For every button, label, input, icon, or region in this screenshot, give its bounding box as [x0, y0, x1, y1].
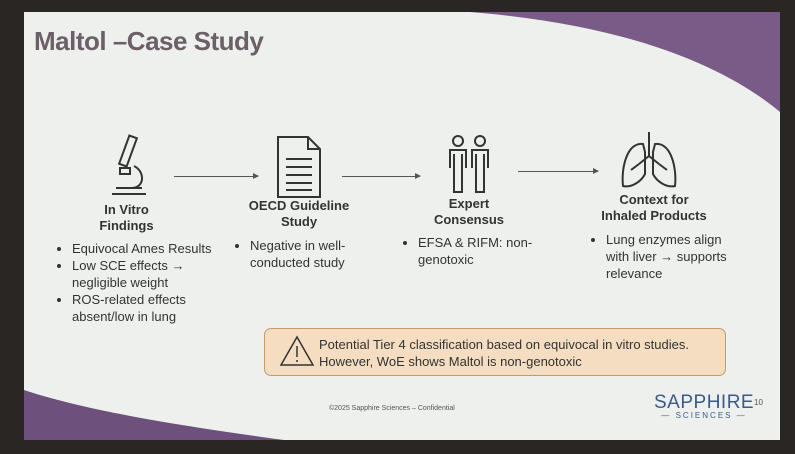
callout-line: However, WoE shows Maltol is non-genotox…	[319, 354, 582, 369]
people-icon	[449, 135, 489, 193]
microscope-icon	[112, 134, 146, 195]
decorative-wave	[470, 12, 780, 112]
bullet: ROS-related effects absent/low in lung	[72, 291, 212, 325]
step-bullets: Lung enzymes align with liver → supports…	[590, 231, 736, 282]
bullet: Low SCE effects → negligible weight	[72, 257, 212, 291]
page-number: 10	[754, 398, 763, 407]
callout-line: Potential Tier 4 classification based on…	[319, 337, 689, 352]
bullet: Negative in well-conducted study	[250, 237, 375, 271]
document-icon	[277, 136, 321, 198]
flow-arrow	[518, 168, 599, 174]
warning-icon	[279, 335, 315, 366]
company-logo: SAPPHIRE— SCIENCES —	[654, 392, 755, 420]
slide: Maltol –Case Study In Vitro Findings OEC…	[24, 12, 780, 440]
step-heading: Expert Consensus	[433, 196, 505, 227]
step-bullets: Equivocal Ames Results Low SCE effects →…	[56, 240, 212, 325]
flow-arrow	[174, 173, 259, 179]
step-bullets: Negative in well-conducted study	[234, 237, 375, 271]
lungs-icon	[621, 132, 677, 188]
step-heading: In Vitro Findings	[99, 202, 154, 233]
footer-text: ©2025 Sapphire Sciences – Confidential	[329, 405, 455, 412]
bullet: Equivocal Ames Results	[72, 240, 212, 257]
bullet: Lung enzymes align with liver → supports…	[606, 231, 736, 282]
step-heading: Context for Inhaled Products	[601, 192, 707, 223]
step-heading: OECD Guideline Study	[248, 198, 350, 229]
bullet: EFSA & RIFM: non-genotoxic	[418, 234, 558, 268]
step-bullets: EFSA & RIFM: non-genotoxic	[402, 234, 558, 268]
warning-callout: Potential Tier 4 classification based on…	[264, 328, 726, 376]
flow-arrow	[342, 173, 421, 179]
slide-title: Maltol –Case Study	[34, 26, 264, 56]
decorative-wave	[24, 370, 284, 440]
